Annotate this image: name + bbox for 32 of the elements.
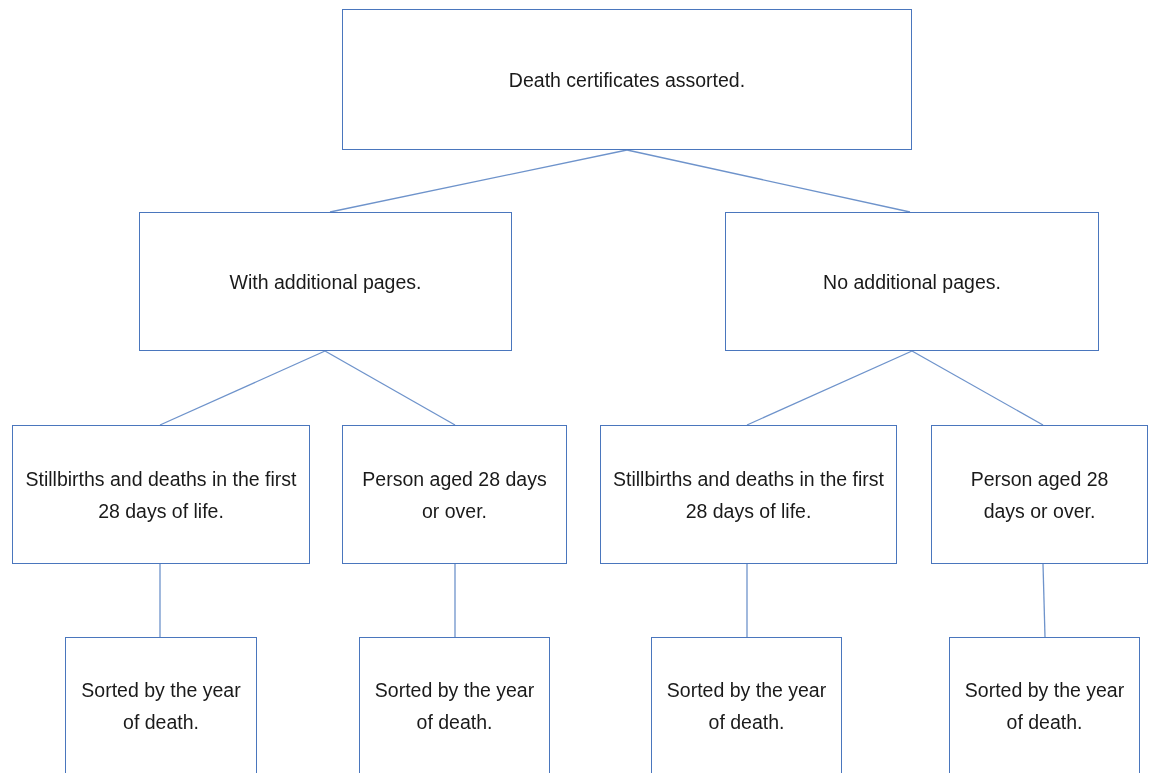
box-text: Sorted by the year of death. xyxy=(964,677,1125,735)
box-text: Sorted by the year of death. xyxy=(80,677,242,735)
connector-line xyxy=(746,563,748,638)
process-box xyxy=(342,9,912,150)
connector-line xyxy=(324,350,456,426)
process-box xyxy=(651,637,842,773)
process-box xyxy=(725,212,1099,351)
process-box xyxy=(931,425,1148,564)
box-text: Sorted by the year of death. xyxy=(666,677,827,735)
process-box xyxy=(65,637,257,773)
process-box xyxy=(600,425,897,564)
connector-line xyxy=(329,149,628,213)
connector-line xyxy=(911,350,1044,426)
box-text: No additional pages. xyxy=(823,269,1001,295)
box-text: Person aged 28 days or over. xyxy=(361,466,548,524)
connector-line xyxy=(746,350,913,426)
connector-line xyxy=(454,563,456,638)
process-box xyxy=(359,637,550,773)
box-text: Stillbirths and deaths in the first 28 days of life. xyxy=(24,466,298,524)
connector-line xyxy=(626,149,911,213)
box-text: With additional pages. xyxy=(229,269,422,295)
box-text: Sorted by the year of death. xyxy=(374,677,535,735)
process-box xyxy=(139,212,512,351)
connector-line xyxy=(159,350,326,426)
box-text: Stillbirths and deaths in the first 28 days of life. xyxy=(612,466,885,524)
box-text: Person aged 28 days or over. xyxy=(969,466,1110,524)
process-box xyxy=(342,425,567,564)
connector-line xyxy=(1042,563,1046,638)
connector-line xyxy=(159,563,161,638)
process-box xyxy=(12,425,310,564)
process-box xyxy=(949,637,1140,773)
box-text: Death certificates assorted. xyxy=(508,67,746,93)
